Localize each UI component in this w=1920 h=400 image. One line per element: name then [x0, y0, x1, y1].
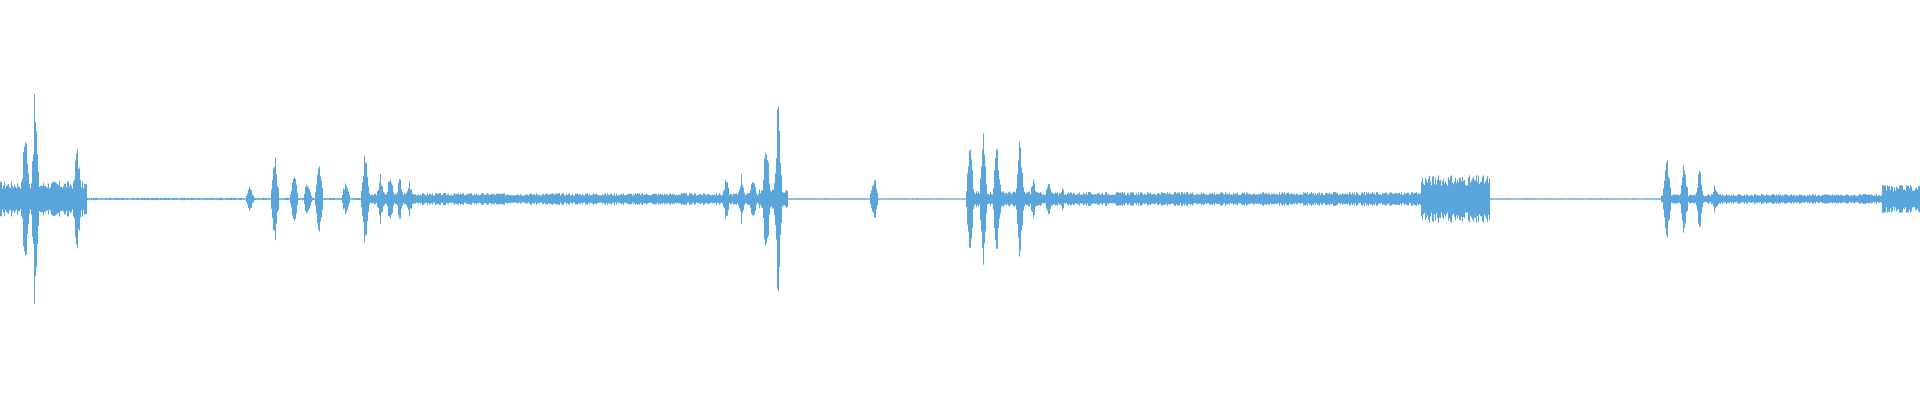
waveform-amplitude	[0, 94, 1920, 304]
